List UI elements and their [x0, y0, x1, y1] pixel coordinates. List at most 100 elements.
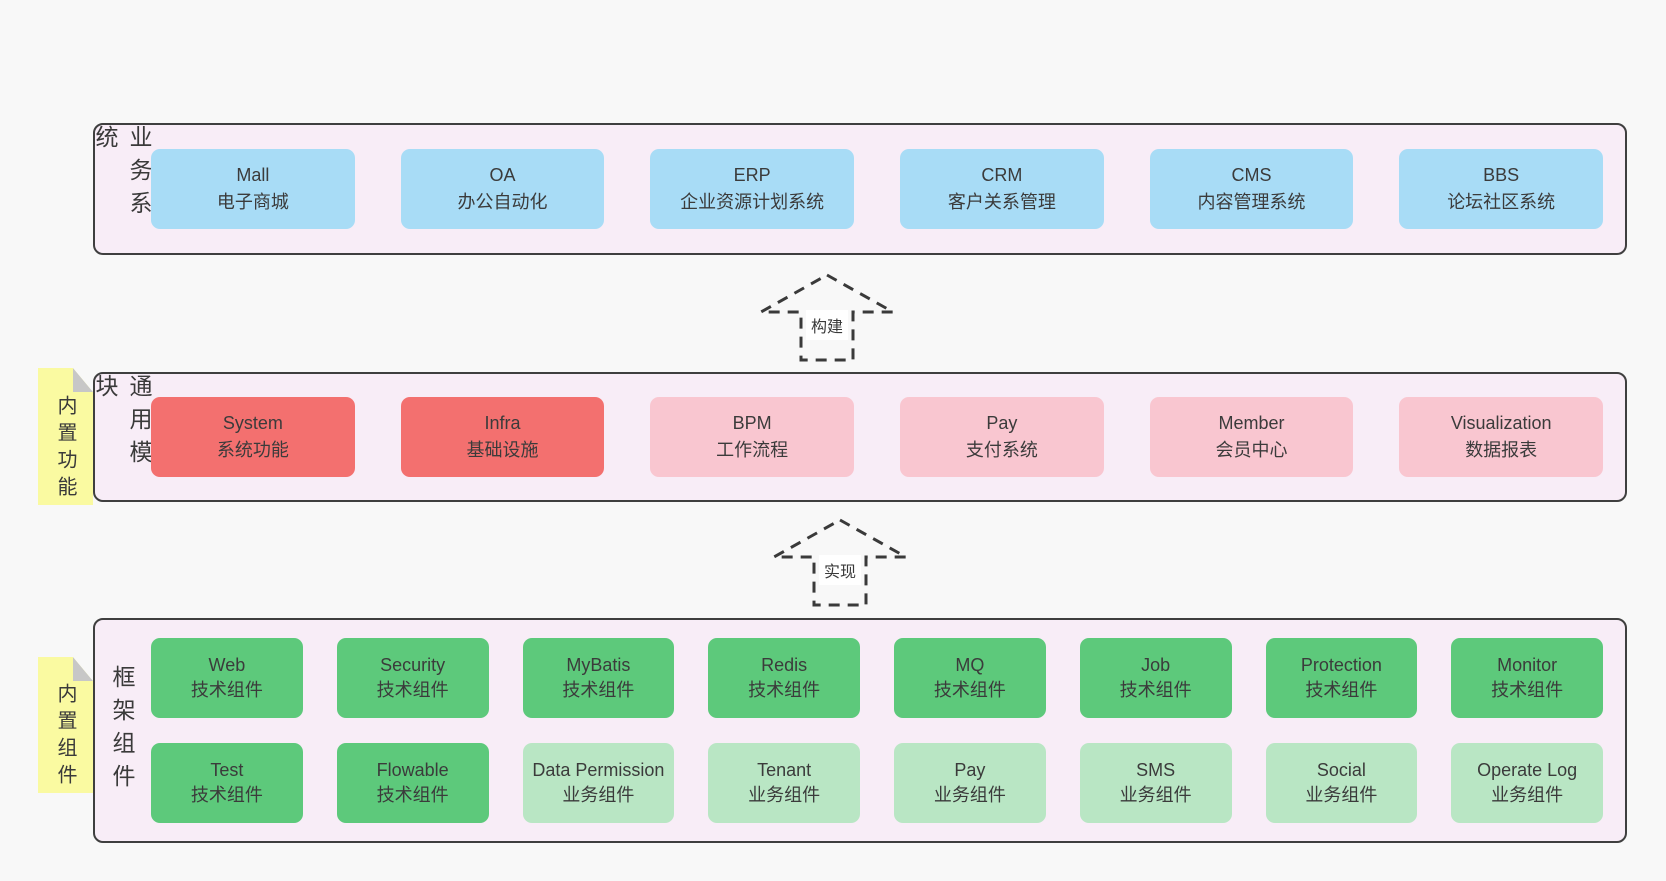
box-title: Protection [1300, 655, 1382, 675]
build-arrow: 构建 [757, 272, 897, 364]
box-title: CRM [981, 165, 1023, 185]
box-subtitle: 工作流程 [716, 440, 789, 460]
box-subtitle: 数据报表 [1465, 440, 1538, 460]
box-visualization: Visualization 数据报表 [1399, 397, 1604, 477]
box-title: Test [210, 760, 244, 780]
fold-corner-icon [73, 657, 93, 681]
layer-label-text: 框架组件 [109, 664, 135, 797]
box-redis: Redis 技术组件 [708, 638, 860, 718]
box-subtitle: 业务组件 [748, 785, 821, 805]
box-subtitle: 基础设施 [466, 440, 539, 460]
box-test: Test 技术组件 [151, 743, 303, 823]
box-title: Social [1316, 760, 1366, 780]
box-subtitle: 会员中心 [1215, 440, 1288, 460]
layer-label-text: 业务系统 [92, 125, 152, 224]
box-title: ERP [733, 165, 771, 185]
box-title: Web [208, 655, 246, 675]
box-mall: Mall 电子商城 [151, 149, 355, 229]
box-title: MyBatis [566, 655, 631, 675]
box-title: Infra [484, 413, 521, 433]
box-title: Redis [761, 655, 808, 675]
box-mq: MQ 技术组件 [894, 638, 1046, 718]
box-subtitle: 技术组件 [562, 680, 635, 700]
box-subtitle: 业务组件 [562, 785, 635, 805]
box-operate-log: Operate Log 业务组件 [1451, 743, 1603, 823]
box-infra: Infra 基础设施 [400, 397, 605, 477]
box-bbs: BBS 论坛社区系统 [1399, 149, 1604, 229]
box-title: MQ [955, 655, 985, 675]
box-title: Monitor [1497, 655, 1558, 675]
box-subtitle: 业务组件 [1491, 785, 1564, 805]
box-bpm: BPM 工作流程 [650, 397, 855, 477]
box-subtitle: 技术组件 [1119, 680, 1192, 700]
box-title: Member [1218, 413, 1285, 433]
box-title: System [222, 413, 283, 433]
box-flowable: Flowable 技术组件 [336, 743, 489, 823]
layer-label-text: 通用模块 [92, 374, 152, 473]
box-subtitle: 业务组件 [1119, 785, 1192, 805]
box-title: Job [1141, 655, 1171, 675]
box-title: Flowable [376, 760, 449, 780]
box-subtitle: 企业资源计划系统 [680, 192, 825, 212]
box-subtitle: 技术组件 [1491, 680, 1564, 700]
box-mybatis: MyBatis 技术组件 [522, 638, 675, 718]
box-title: Visualization [1450, 413, 1552, 433]
box-social: Social 业务组件 [1265, 743, 1418, 823]
sticky-note-text: 内置功能 [38, 392, 93, 505]
box-web: Web 技术组件 [151, 638, 303, 718]
box-title: CMS [1231, 165, 1272, 185]
box-subtitle: 支付系统 [965, 440, 1038, 460]
box-sms: SMS 业务组件 [1079, 743, 1232, 823]
box-title: Pay [986, 413, 1018, 433]
box-job: Job 技术组件 [1079, 638, 1232, 718]
box-subtitle: 技术组件 [748, 680, 821, 700]
arrow-label: 构建 [805, 310, 849, 340]
layer-label: 业务系统 [92, 125, 152, 253]
box-title: Pay [954, 760, 986, 780]
box-subtitle: 办公自动化 [457, 192, 548, 212]
box-title: BBS [1483, 165, 1520, 185]
implement-arrow: 实现 [770, 517, 910, 609]
box-title: SMS [1136, 760, 1176, 780]
up-arrow-dashed-icon [770, 518, 910, 607]
box-title: Operate Log [1477, 760, 1578, 780]
box-member: Member 会员中心 [1149, 397, 1354, 477]
box-title: BPM [732, 413, 772, 433]
box-title: Mall [236, 165, 270, 185]
box-subtitle: 技术组件 [190, 785, 263, 805]
sticky-note-built-in-features: 内置功能 [38, 368, 93, 505]
box-pay: Pay 支付系统 [900, 397, 1104, 477]
sticky-note-text: 内置组件 [38, 681, 93, 793]
box-oa: OA 办公自动化 [400, 149, 605, 229]
layer-label: 通用模块 [92, 374, 152, 500]
sticky-note-label: 内置功能 [54, 394, 76, 503]
box-subtitle: 技术组件 [933, 680, 1006, 700]
box-subtitle: 技术组件 [376, 680, 449, 700]
box-subtitle: 技术组件 [190, 680, 263, 700]
box-subtitle: 内容管理系统 [1197, 192, 1306, 212]
box-data-permission: Data Permission 业务组件 [522, 743, 675, 823]
box-cms: CMS 内容管理系统 [1149, 149, 1354, 229]
box-title: OA [489, 165, 516, 185]
box-subtitle: 技术组件 [376, 785, 449, 805]
arrow-label: 实现 [818, 555, 862, 585]
box-subtitle: 技术组件 [1305, 680, 1378, 700]
box-subtitle: 电子商城 [216, 192, 289, 212]
sticky-note-label: 内置组件 [54, 683, 76, 791]
box-subtitle: 论坛社区系统 [1447, 192, 1556, 212]
box-subtitle: 业务组件 [1305, 785, 1378, 805]
box-title: Data Permission [532, 760, 665, 780]
